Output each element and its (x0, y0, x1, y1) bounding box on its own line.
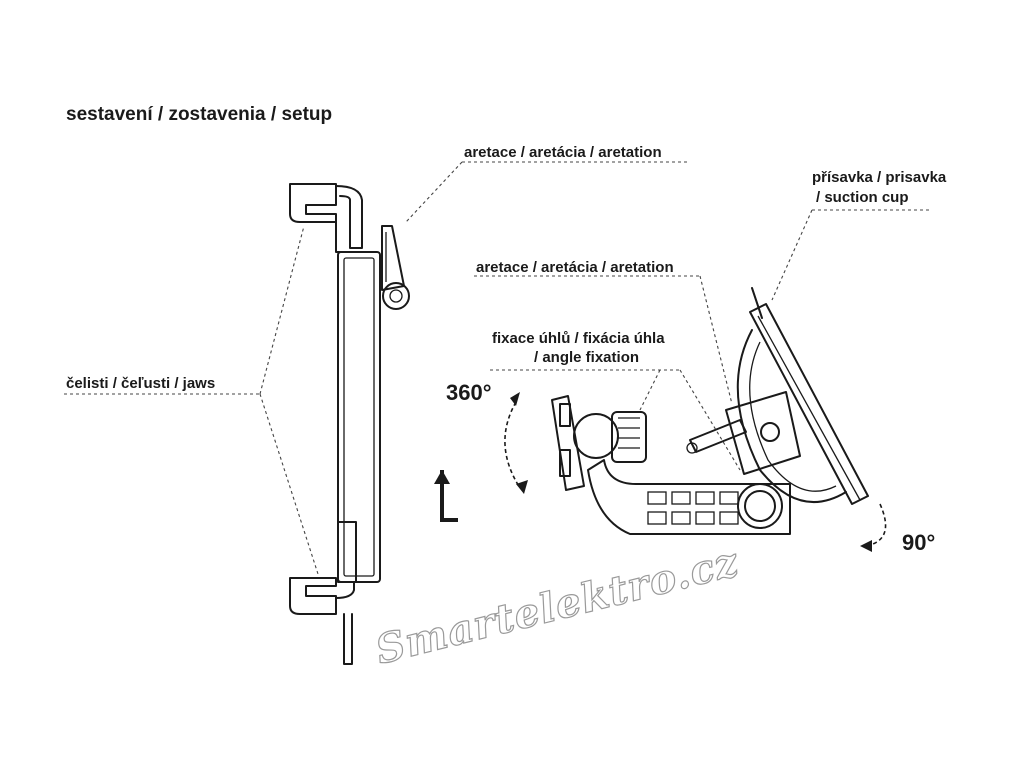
watermark: Smartelektro.cz (371, 538, 744, 674)
label-suction-cup-line1: přísavka / prisavka (812, 169, 947, 186)
label-suction-cup-line2: / suction cup (816, 189, 909, 206)
rotate-360-icon (504, 392, 528, 494)
leader-lines (64, 161, 932, 575)
label-360-degrees: 360° (446, 380, 492, 405)
up-arrow-icon (434, 470, 458, 522)
label-jaws: čelisti / čeľusti / jaws (66, 375, 215, 392)
label-aretation-mid: aretace / aretácia / aretation (476, 259, 674, 276)
label-angle-fixation-line2: / angle fixation (534, 349, 639, 366)
label-90-degrees: 90° (902, 530, 935, 555)
holder-jaws-drawing (289, 183, 410, 665)
label-angle-fixation-line1: fixace úhlů / fixácia úhla (492, 330, 665, 347)
suction-arm-drawing (551, 287, 869, 535)
diagram-title: sestavení / zostavenia / setup (66, 104, 332, 125)
rotate-90-icon (860, 503, 887, 552)
label-aretation-top: aretace / aretácia / aretation (464, 144, 662, 161)
